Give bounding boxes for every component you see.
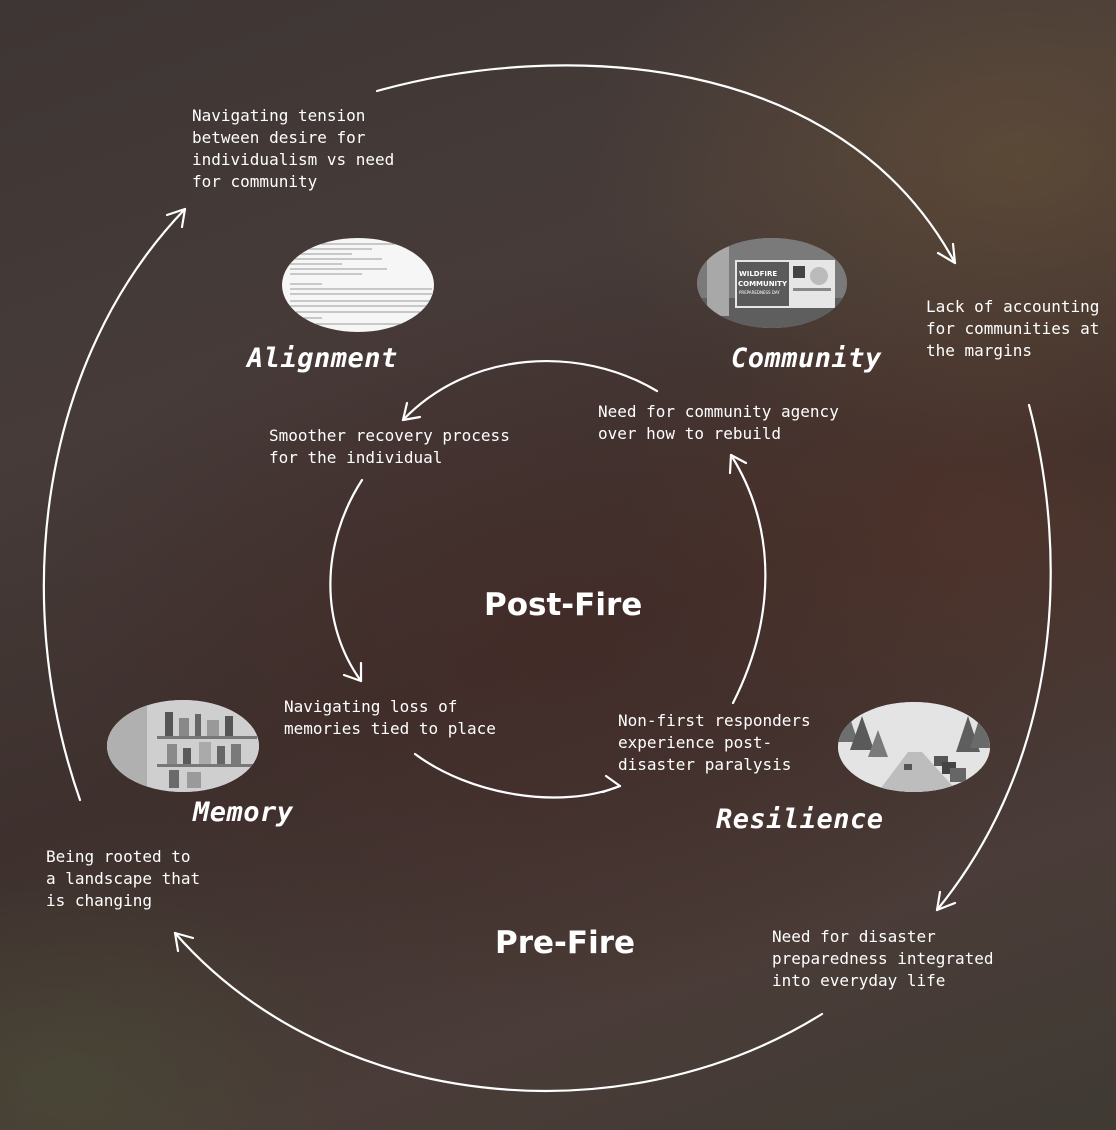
note-margins: Lack of accounting for communities at th… <box>926 296 1099 362</box>
note-paralysis: Non-first responders experience post- di… <box>618 710 811 776</box>
phase-post-fire: Post-Fire <box>484 587 642 623</box>
sign-line-3: PREPAREDNESS DAY <box>739 290 780 295</box>
theme-resilience: Resilience <box>716 804 884 835</box>
theme-alignment: Alignment <box>247 343 398 374</box>
memory-shelf-thumbnail <box>107 700 259 792</box>
outer-arrow-top <box>377 65 955 263</box>
note-preparedness: Need for disaster preparedness integrate… <box>772 926 994 992</box>
inner-arrow-bottom <box>415 754 620 797</box>
document-thumbnail <box>282 238 434 332</box>
note-landscape: Being rooted to a landscape that is chan… <box>46 846 200 912</box>
note-individualism-tension: Navigating tension between desire for in… <box>192 105 394 193</box>
sign-line-1: WILDFIRE <box>739 270 777 278</box>
sign-line-2: COMMUNITY <box>738 280 788 288</box>
note-memories: Navigating loss of memories tied to plac… <box>284 696 496 740</box>
outer-arrow-right <box>937 405 1051 910</box>
theme-community: Community <box>731 343 882 374</box>
note-agency: Need for community agency over how to re… <box>598 401 839 445</box>
inner-arrow-right <box>731 455 765 703</box>
snowy-road-thumbnail <box>838 702 990 792</box>
phase-pre-fire: Pre-Fire <box>495 925 635 961</box>
theme-memory: Memory <box>193 797 294 828</box>
note-recovery: Smoother recovery process for the indivi… <box>269 425 510 469</box>
community-sign-thumbnail: WILDFIRE COMMUNITY PREPAREDNESS DAY <box>697 238 847 328</box>
inner-arrow-left <box>330 480 362 681</box>
